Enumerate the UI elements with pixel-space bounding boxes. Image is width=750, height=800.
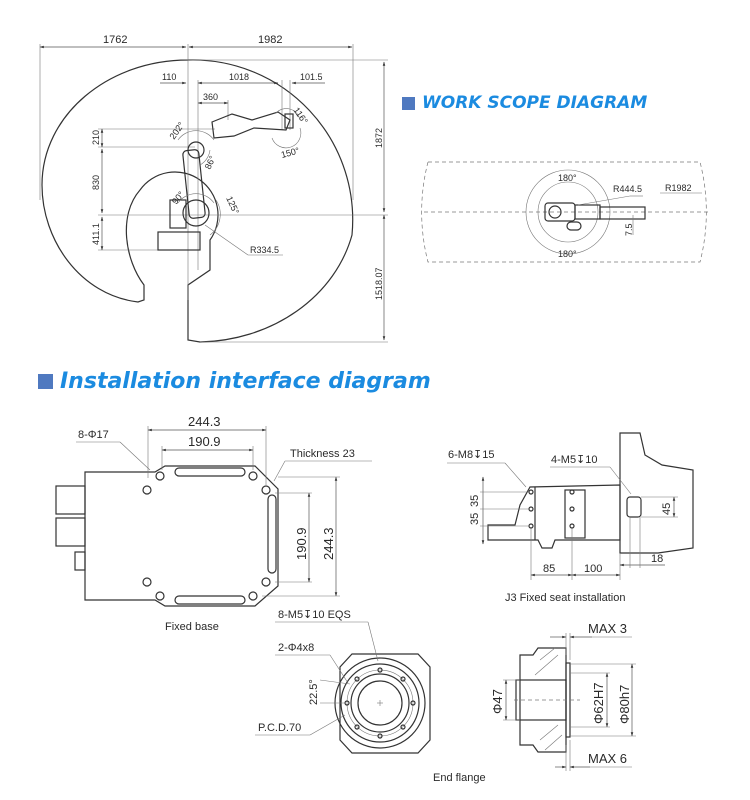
flange-d47: Φ47 (490, 689, 505, 714)
top-angle-180-top: 180° (558, 173, 577, 183)
base-height-inner: 190.9 (294, 527, 309, 560)
angle-150: 150° (280, 145, 301, 160)
dim-r334-5: R334.5 (250, 245, 279, 255)
dim-360: 360 (203, 92, 218, 102)
flange-angle: 22.5° (308, 679, 320, 705)
dim-1518-07: 1518.07 (374, 267, 384, 300)
seat-dim-45: 45 (661, 503, 673, 515)
flange-pin-holes: 2-Φ4x8 (278, 642, 314, 654)
installation-title: Installation interface diagram (60, 369, 431, 394)
heading-square-icon (402, 96, 415, 110)
dim-411-1: 411.1 (91, 223, 101, 245)
seat-dim-85: 85 (543, 563, 555, 575)
end-flange-section: MAX 3 MAX 6 Φ47 Φ62H7 Φ80h7 (490, 621, 636, 771)
base-width-inner: 190.9 (188, 434, 221, 449)
flange-bolt-holes (344, 667, 416, 739)
seat-dim-35b: 35 (469, 513, 481, 525)
dim-1872: 1872 (374, 128, 384, 148)
dim-830: 830 (91, 175, 101, 190)
dim-101-5: 101.5 (300, 72, 323, 82)
installation-heading: Installation interface diagram (38, 369, 431, 394)
flange-d62: Φ62H7 (591, 683, 606, 724)
dim-210: 210 (91, 130, 101, 145)
angle-202: 202° (167, 120, 186, 141)
flange-m5-holes: 8-M5↧10 EQS (278, 609, 351, 621)
seat-dim-100: 100 (584, 563, 602, 575)
fixed-base-caption: Fixed base (165, 621, 219, 633)
flange-pcd: P.C.D.70 (258, 722, 301, 734)
work-scope-heading: WORK SCOPE DIAGRAM (402, 93, 647, 113)
dim-1018: 1018 (229, 72, 249, 82)
j3-seat-caption: J3 Fixed seat installation (505, 592, 625, 604)
base-width-outer: 244.3 (188, 414, 221, 429)
j3-seat-drawing: 6-M8↧15 4-M5↧10 35 35 85 100 18 45 J3 Fi… (447, 432, 694, 604)
fixed-base-drawing: 8-Φ17 244.3 190.9 Thickness 23 190.9 244… (55, 414, 372, 633)
top-r1982: R1982 (665, 183, 692, 193)
top-r444-5: R444.5 (613, 184, 642, 194)
flange-max6: MAX 6 (588, 751, 627, 766)
seat-dim-18: 18 (651, 553, 663, 565)
top-view-work-scope: 180° 180° R444.5 R1982 7.5 (421, 161, 710, 263)
side-view-work-scope: 1762 1982 110 1018 101.5 360 210 830 411… (39, 34, 388, 343)
end-flange-front: 8-M5↧10 EQS 2-Φ4x8 22.5° P.C.D.70 End fl… (255, 609, 486, 784)
top-7-5: 7.5 (624, 223, 634, 236)
seat-dim-35a: 35 (469, 495, 481, 507)
seat-m5-holes: 4-M5↧10 (551, 454, 598, 466)
angle-125: 125° (224, 195, 241, 216)
angle-90: 90° (170, 189, 187, 206)
work-scope-title: WORK SCOPE DIAGRAM (422, 93, 648, 113)
end-flange-caption: End flange (433, 772, 486, 784)
dim-1982: 1982 (258, 34, 282, 46)
dim-110: 110 (162, 72, 176, 82)
flange-max3: MAX 3 (588, 621, 627, 636)
base-holes: 8-Φ17 (78, 429, 109, 441)
flange-d80: Φ80h7 (617, 685, 632, 724)
angle-86: 86° (203, 154, 218, 171)
base-height-outer: 244.3 (321, 527, 336, 560)
dim-1762: 1762 (103, 34, 127, 46)
base-thickness: Thickness 23 (290, 448, 355, 460)
seat-m8-holes: 6-M8↧15 (448, 449, 495, 461)
heading-square-icon (38, 374, 53, 389)
top-angle-180-bottom: 180° (558, 249, 577, 259)
